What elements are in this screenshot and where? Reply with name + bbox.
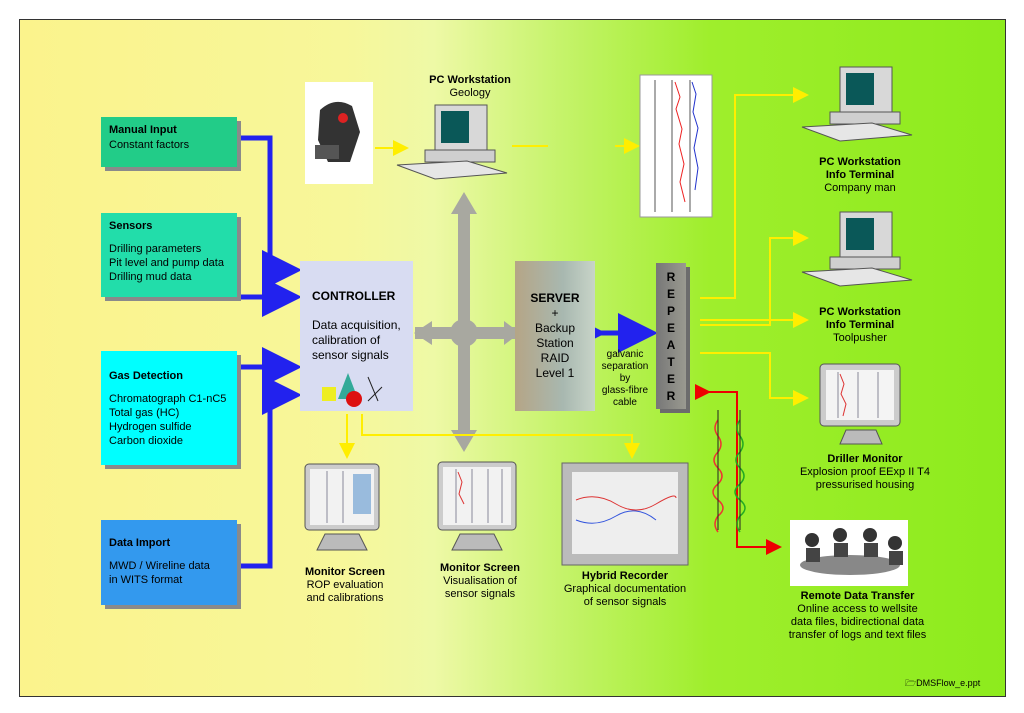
meeting-picture bbox=[790, 520, 908, 586]
remote-line: data files, bidirectional data bbox=[790, 616, 925, 628]
monitor2-line: sensor signals bbox=[444, 588, 516, 600]
pc-geology-icon bbox=[396, 104, 508, 180]
footer-file: 🗁DMSFlow_e.ppt bbox=[905, 678, 980, 689]
driller-monitor-label: Driller Monitor Explosion proof EExp II … bbox=[785, 453, 945, 492]
gas-line: Total gas (HC) bbox=[109, 407, 180, 419]
info1-title1: PC Workstation bbox=[819, 156, 901, 168]
controller-box: CONTROLLER Data acquisition, calibration… bbox=[300, 261, 413, 411]
controller-line: calibration of bbox=[312, 333, 381, 347]
controller-line: sensor signals bbox=[312, 348, 389, 362]
info-terminal-1-label: PC Workstation Info Terminal Company man bbox=[795, 156, 925, 195]
folder-icon: 🗁 bbox=[905, 678, 917, 688]
monitor2-title: Monitor Screen bbox=[439, 562, 521, 574]
pc-info-terminal-1-icon bbox=[801, 66, 913, 142]
galvanic-line: separation bbox=[601, 361, 649, 372]
data-import-line: MWD / Wireline data bbox=[109, 560, 210, 572]
monitor-screen-2-label: Monitor Screen Visualisation of sensor s… bbox=[425, 562, 535, 601]
server-line: Level 1 bbox=[535, 366, 575, 380]
info1-sub: Company man bbox=[824, 182, 896, 194]
monitor1-line: and calibrations bbox=[306, 592, 384, 604]
arrow-manual bbox=[237, 135, 302, 290]
manual-input-box: Manual Input Constant factors bbox=[101, 117, 237, 167]
server-box: SERVER + Backup Station RAID Level 1 bbox=[515, 261, 595, 411]
galvanic-line: galvanic bbox=[606, 349, 644, 360]
monitor-screen-2-icon bbox=[437, 461, 517, 551]
hybrid-title: Hybrid Recorder bbox=[581, 570, 669, 582]
server-line: Backup bbox=[534, 321, 576, 335]
info2-sub: Toolpusher bbox=[833, 332, 887, 344]
pc-info-terminal-2-icon bbox=[801, 211, 913, 287]
data-import-line: in WITS format bbox=[109, 574, 183, 586]
gas-line: Carbon dioxide bbox=[109, 435, 183, 447]
remote-line: Online access to wellsite bbox=[797, 603, 918, 615]
output-arrows bbox=[339, 87, 809, 459]
server-line: RAID bbox=[540, 351, 570, 365]
gas-title: Gas Detection bbox=[109, 370, 183, 382]
data-import-box: Data Import MWD / Wireline data in WITS … bbox=[101, 520, 237, 605]
signal-waves-icon bbox=[712, 410, 746, 533]
driller-line: Explosion proof EExp II T4 bbox=[799, 466, 931, 478]
repeater-letter: E bbox=[666, 321, 675, 335]
monitor-screen-1-icon bbox=[304, 463, 380, 551]
repeater-letter: E bbox=[666, 372, 675, 386]
server-title: SERVER bbox=[530, 291, 580, 305]
hybrid-recorder-label: Hybrid Recorder Graphical documentation … bbox=[555, 570, 695, 609]
controller-title: CONTROLLER bbox=[312, 289, 396, 303]
data-bus bbox=[414, 192, 520, 452]
repeater-box: R E P E A T E R bbox=[656, 263, 686, 409]
galvanic-line: glass-fibre bbox=[601, 385, 649, 396]
driller-monitor-icon bbox=[819, 363, 901, 445]
arrow-remote bbox=[695, 384, 782, 555]
monitor2-line: Visualisation of bbox=[443, 575, 517, 587]
manual-input-line: Constant factors bbox=[109, 139, 190, 151]
repeater-letter: T bbox=[667, 355, 675, 369]
footer-filename: DMSFlow_e.ppt bbox=[916, 678, 981, 688]
info2-title2: Info Terminal bbox=[825, 319, 895, 331]
server-line: Station bbox=[536, 336, 574, 350]
hybrid-recorder-picture bbox=[561, 462, 689, 566]
controller-line: Data acquisition, bbox=[312, 318, 401, 332]
manual-input-title: Manual Input bbox=[109, 124, 177, 136]
sensors-box: Sensors Drilling parameters Pit level an… bbox=[101, 213, 237, 297]
info-terminal-2-label: PC Workstation Info Terminal Toolpusher bbox=[795, 306, 925, 345]
pc-geology-label: PC Workstation Geology bbox=[405, 74, 535, 100]
monitor1-title: Monitor Screen bbox=[304, 566, 386, 578]
server-line: + bbox=[551, 306, 559, 320]
gas-line: Hydrogen sulfide bbox=[109, 421, 192, 433]
remote-title: Remote Data Transfer bbox=[800, 590, 915, 602]
galvanic-line: cable bbox=[613, 397, 637, 408]
arrow-import bbox=[237, 375, 302, 569]
source-arrows bbox=[237, 135, 658, 569]
math-shapes-icon bbox=[322, 373, 383, 407]
info2-title1: PC Workstation bbox=[819, 306, 901, 318]
repeater-letter: P bbox=[666, 304, 675, 318]
pc-geology-title: PC Workstation bbox=[429, 74, 511, 86]
remote-transfer-label: Remote Data Transfer Online access to we… bbox=[770, 590, 945, 642]
remote-line: transfer of logs and text files bbox=[788, 629, 927, 641]
gas-detection-box: Gas Detection Chromatograph C1-nC5 Total… bbox=[101, 351, 237, 465]
hybrid-line: Graphical documentation bbox=[563, 583, 687, 595]
repeater-letter: R bbox=[666, 389, 676, 403]
data-import-title: Data Import bbox=[109, 537, 171, 549]
galvanic-note: galvanic separation by glass-fibre cable bbox=[596, 349, 654, 409]
gas-line: Chromatograph C1-nC5 bbox=[109, 393, 227, 405]
sensors-line: Drilling mud data bbox=[109, 271, 192, 283]
galvanic-line: by bbox=[619, 373, 631, 384]
log-printout-picture bbox=[639, 74, 713, 218]
sensors-line: Pit level and pump data bbox=[109, 257, 224, 269]
driller-title: Driller Monitor bbox=[827, 453, 903, 465]
driller-line: pressurised housing bbox=[815, 479, 915, 491]
repeater-letter: R bbox=[666, 270, 676, 284]
sensors-line: Drilling parameters bbox=[109, 243, 202, 255]
repeater-letter: A bbox=[666, 338, 676, 352]
repeater-letter: E bbox=[666, 287, 675, 301]
geologist-picture bbox=[305, 82, 373, 184]
sensors-title: Sensors bbox=[109, 220, 153, 232]
monitor-screen-1-label: Monitor Screen ROP evaluation and calibr… bbox=[290, 566, 400, 605]
pc-geology-sub: Geology bbox=[449, 87, 491, 99]
hybrid-line: of sensor signals bbox=[583, 596, 667, 608]
info1-title2: Info Terminal bbox=[825, 169, 895, 181]
monitor1-line: ROP evaluation bbox=[306, 579, 384, 591]
